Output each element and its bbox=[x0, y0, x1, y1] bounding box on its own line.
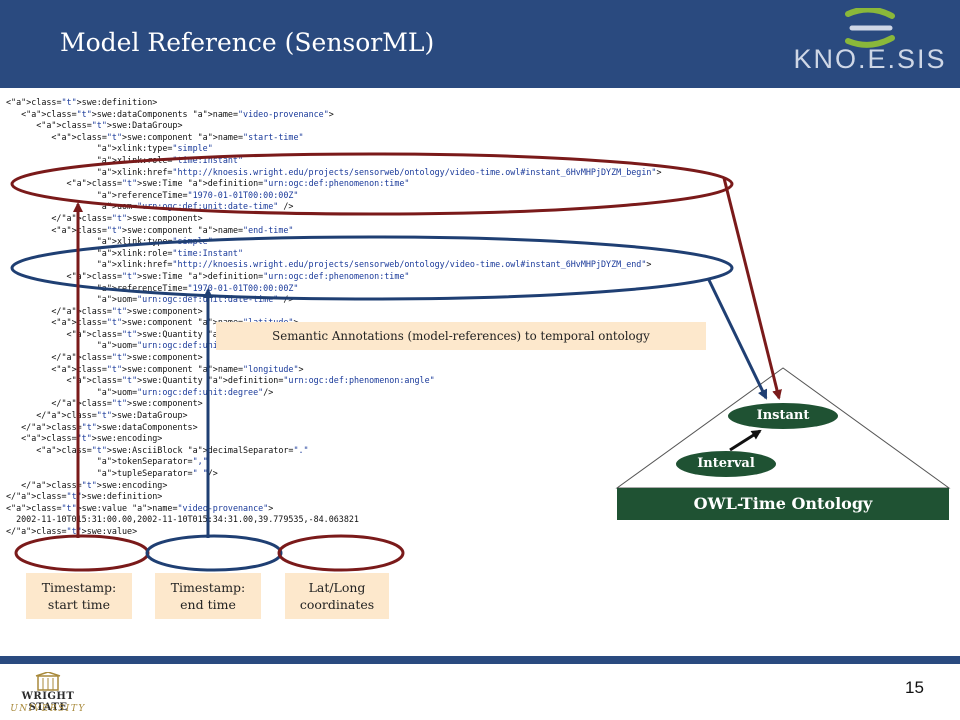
latlong-label: Lat/Long coordinates bbox=[285, 573, 389, 619]
knoesis-logo-text: KNO.E.SIS bbox=[793, 44, 947, 74]
start-value-ellipse bbox=[14, 534, 150, 572]
code-line: <"a">class="t">swe:Time "a">definition="… bbox=[6, 178, 410, 189]
code-line: <"a">class="t">swe:component "a">name="s… bbox=[6, 131, 304, 142]
code-line: </"a">class="t">swe:component> bbox=[6, 398, 203, 409]
end-value-ellipse bbox=[145, 534, 283, 572]
code-line: </"a">class="t">swe:component> bbox=[6, 305, 203, 316]
end-href-ellipse bbox=[10, 235, 734, 301]
slide-title: Model Reference (SensorML) bbox=[60, 28, 435, 57]
interval-to-instant-arrow bbox=[729, 429, 762, 452]
code-line: </"a">class="t">swe:dataComponents> bbox=[6, 421, 198, 432]
instant-node: Instant bbox=[728, 403, 838, 429]
slide-header: Model Reference (SensorML) KNO.E.SIS bbox=[0, 0, 960, 88]
code-line: 2002-11-10T015:31:00.00,2002-11-10T015:3… bbox=[16, 514, 359, 525]
knoesis-logo: KNO.E.SIS bbox=[790, 6, 950, 80]
code-line: "a">tupleSeparator=" "/> bbox=[96, 468, 218, 478]
start-time-label: Timestamp: start time bbox=[26, 573, 132, 619]
footer-bar bbox=[0, 656, 960, 664]
start-to-instant-arrow bbox=[722, 177, 782, 400]
code-line: <"a">class="t">swe:definition> bbox=[6, 97, 158, 107]
start-time-label-text: Timestamp: start time bbox=[41, 580, 117, 612]
end-time-label-text: Timestamp: end time bbox=[170, 580, 246, 612]
end-time-label: Timestamp: end time bbox=[155, 573, 261, 619]
semantic-annotation-label: Semantic Annotations (model-references) … bbox=[216, 322, 706, 350]
end-to-instant-arrow bbox=[706, 277, 768, 400]
code-line: "a">tokenSeparator="," bbox=[96, 456, 208, 467]
code-line: "a">xlink:href="http://knoesis.wright.ed… bbox=[96, 166, 662, 177]
code-line: </"a">class="t">swe:value> bbox=[6, 525, 138, 536]
code-line: <"a">class="t">swe:value "a">name="video… bbox=[6, 502, 274, 513]
code-line: <"a">class="t">swe:DataGroup> bbox=[6, 120, 183, 131]
sensorml-code-listing: <"a">class="t">swe:definition> <"a">clas… bbox=[6, 97, 662, 538]
code-line: </"a">class="t">swe:component> bbox=[6, 212, 203, 223]
latlong-value-ellipse bbox=[277, 534, 405, 572]
wright-state-building-icon bbox=[35, 671, 61, 691]
code-line: "a">referenceTime="1970-01-01T00:00:00Z" bbox=[96, 189, 299, 200]
code-line: </"a">class="t">swe:definition> bbox=[6, 491, 163, 502]
wright-state-logo: WRIGHT STATE UNIVERSITY bbox=[8, 671, 88, 718]
owl-time-ontology-title: OWL-Time Ontology bbox=[617, 488, 949, 520]
code-line: "a">uom="urn:ogc:def:unit:degree"/> bbox=[96, 386, 274, 397]
page-number: 15 bbox=[905, 678, 924, 697]
code-line: <"a">class="t">swe:AsciiBlock "a">decima… bbox=[6, 444, 309, 455]
interval-node: Interval bbox=[676, 451, 776, 477]
code-line: <"a">class="t">swe:dataComponents "a">na… bbox=[6, 108, 334, 119]
wright-state-line2: UNIVERSITY bbox=[10, 704, 86, 714]
code-line: <"a">class="t">swe:component "a">name="l… bbox=[6, 363, 304, 374]
knoesis-logo-icon bbox=[845, 6, 895, 48]
code-line: <"a">class="t">swe:encoding> bbox=[6, 433, 163, 444]
code-line: </"a">class="t">swe:encoding> bbox=[6, 479, 168, 490]
start-href-ellipse bbox=[10, 152, 734, 216]
code-line: <"a">class="t">swe:component "a">name="e… bbox=[6, 224, 294, 235]
latlong-label-text: Lat/Long coordinates bbox=[299, 580, 375, 612]
wright-state-line1: WRIGHT STATE bbox=[21, 691, 75, 713]
code-line: "a">xlink:href="http://knoesis.wright.ed… bbox=[96, 259, 652, 270]
code-line: "a">xlink:role="time:Instant" bbox=[96, 247, 244, 258]
code-line: </"a">class="t">swe:component> bbox=[6, 352, 203, 363]
code-line: "a">xlink:type="simple" bbox=[96, 143, 213, 154]
